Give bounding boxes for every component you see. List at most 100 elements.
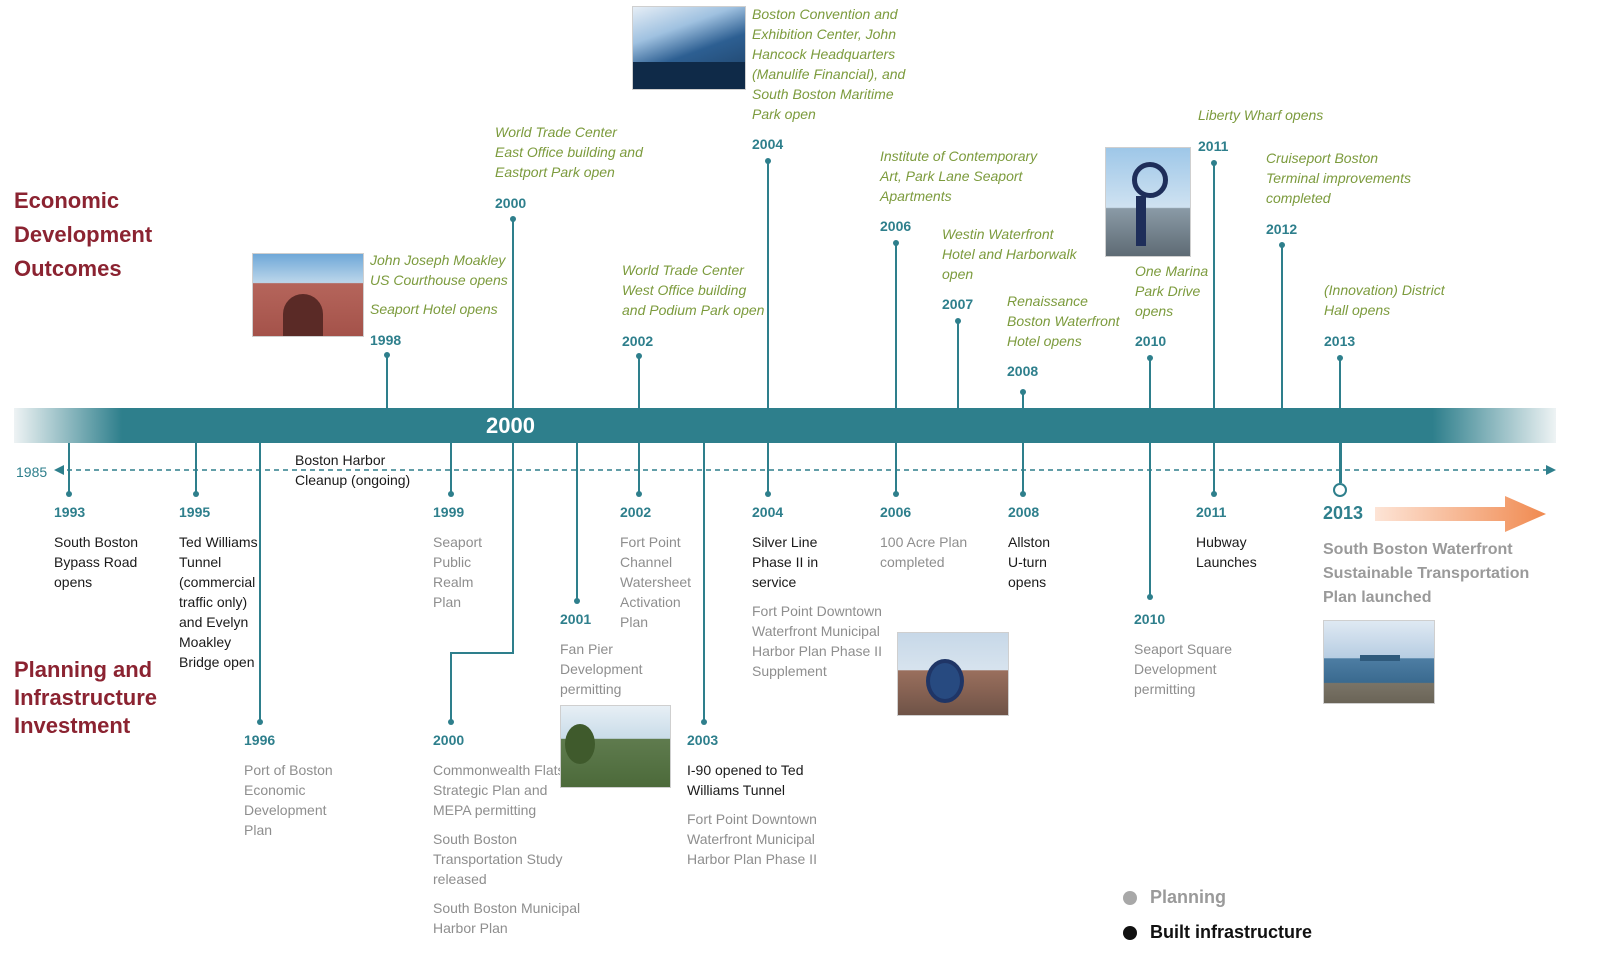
plan-1999-text: Seaport Public Realm Plan (433, 534, 483, 610)
econ-1998-dot (384, 352, 390, 358)
courthouse-photo (252, 253, 364, 337)
plan-1999-dot (448, 491, 454, 497)
plan-2003-year: 2003 (687, 732, 719, 748)
econ-2007-text: Westin Waterfront Hotel and Harborwalk o… (942, 226, 1077, 282)
timeline-band (14, 408, 1556, 443)
plan-2008-text: Allston U-turn opens (1008, 534, 1051, 590)
plan-1996-dot (257, 719, 263, 725)
plan-2013-ring (1333, 483, 1347, 497)
econ-2002-dot (636, 353, 642, 359)
plan-2002-year: 2002 (620, 504, 652, 520)
plan-2000-dot (448, 719, 454, 725)
plan-2001-year: 2001 (560, 611, 592, 627)
econ-2012-year: 2012 (1266, 221, 1298, 237)
plan-1999-year: 1999 (433, 504, 465, 520)
plan-2003-text-2: Fort Point Downtown Waterfront Municipal… (687, 811, 817, 867)
plan-1996-year: 1996 (244, 732, 276, 748)
economic-section-title: Economic Development Outcomes (14, 188, 153, 281)
econ-2008-year: 2008 (1007, 363, 1039, 379)
econ-2011-dot (1211, 160, 1217, 166)
plan-2001-dot (574, 598, 580, 604)
plan-2000-connector (450, 443, 514, 723)
plan-1996-text: Port of Boston Economic Development Plan (244, 762, 333, 838)
econ-2008-text: Renaissance Boston Waterfront Hotel open… (1007, 293, 1120, 349)
legend-planning-label: Planning (1150, 887, 1226, 907)
plan-2004-year: 2004 (752, 504, 784, 520)
econ-2011-text: Liberty Wharf opens (1198, 107, 1324, 123)
plan-2004-text-1: Silver Line Phase II in service (752, 534, 819, 590)
plan-2000-text-1: Commonwealth Flats Strategic Plan and ME… (433, 762, 565, 818)
plan-1995-dot (193, 491, 199, 497)
plan-2004-dot (765, 491, 771, 497)
legend-planning-dot (1123, 891, 1137, 905)
plan-2006-dot (893, 491, 899, 497)
econ-2004-dot (765, 158, 771, 164)
econ-2000-dot (510, 216, 516, 222)
plan-1995-text: Ted Williams Tunnel (commercial traffic … (179, 534, 258, 670)
econ-2007-dot (955, 318, 961, 324)
plan-1995-year: 1995 (179, 504, 211, 520)
plan-2011-year: 2011 (1196, 504, 1227, 520)
econ-2012-dot (1279, 242, 1285, 248)
axis-start-year: 1985 (16, 464, 48, 480)
plan-2001-text: Fan Pier Development permitting (560, 641, 643, 697)
econ-2013-year: 2013 (1324, 333, 1356, 349)
plan-2006-year: 2006 (880, 504, 912, 520)
plan-2004-text-2: Fort Point Downtown Waterfront Municipal… (752, 603, 882, 679)
plan-2002-text: Fort Point Channel Watersheet Activation… (620, 534, 692, 630)
econ-2010-dot (1147, 355, 1153, 361)
plan-2011-text: Hubway Launches (1196, 534, 1257, 570)
econ-2008-dot (1020, 389, 1026, 395)
waterfront-photo (1323, 620, 1435, 704)
econ-2002-year: 2002 (622, 333, 654, 349)
legend-built-dot (1123, 926, 1137, 940)
econ-2010-year: 2010 (1135, 333, 1167, 349)
harbor-cleanup-note: Boston Harbor Cleanup (ongoing) (295, 452, 411, 488)
convention-center-photo (632, 6, 746, 90)
plan-2013-year: 2013 (1323, 503, 1364, 523)
econ-2002-text: World Trade Center West Office building … (622, 262, 765, 318)
plan-1993-year: 1993 (54, 504, 86, 520)
plan-2000-year: 2000 (433, 732, 465, 748)
plan-2008-year: 2008 (1008, 504, 1040, 520)
econ-2013-dot (1337, 355, 1343, 361)
plan-2010-text: Seaport Square Development permitting (1134, 641, 1233, 697)
legend-built-label: Built infrastructure (1150, 922, 1313, 942)
plan-2002-dot (636, 491, 642, 497)
fan-pier-photo (560, 705, 671, 788)
econ-2004-year: 2004 (752, 136, 784, 152)
econ-2010-text: One Marina Park Drive opens (1135, 263, 1209, 319)
econ-2006-text: Institute of Contemporary Art, Park Lane… (880, 148, 1038, 204)
plan-1993-dot (66, 491, 72, 497)
econ-2004-text: Boston Convention and Exhibition Center,… (752, 6, 906, 122)
plan-2008-dot (1020, 491, 1026, 497)
econ-2013-text: (Innovation) District Hall opens (1324, 282, 1445, 318)
plan-2003-text-1: I-90 opened to Ted Williams Tunnel (687, 762, 804, 798)
fort-point-photo (897, 632, 1009, 716)
dashed-axis (54, 465, 1556, 475)
econ-1998-year: 1998 (370, 332, 402, 348)
planning-section-title: Planning and Infrastructure Investment (14, 657, 158, 738)
econ-2007-year: 2007 (942, 296, 974, 312)
econ-2000-text: World Trade Center East Office building … (495, 124, 643, 180)
econ-2006-dot (893, 240, 899, 246)
marina-park-photo (1105, 147, 1191, 257)
econ-2012-text: Cruiseport Boston Terminal improvements … (1266, 150, 1411, 206)
plan-2010-year: 2010 (1134, 611, 1166, 627)
plan-1993-text: South Boston Bypass Road opens (54, 534, 139, 590)
plan-2006-text: 100 Acre Plan completed (880, 534, 968, 570)
econ-2006-year: 2006 (880, 218, 912, 234)
plan-2010-dot (1147, 594, 1153, 600)
band-year-label: 2000 (486, 413, 535, 438)
plan-2011-dot (1211, 491, 1217, 497)
econ-2011-year: 2011 (1198, 138, 1229, 154)
plan-2003-dot (701, 719, 707, 725)
plan-2013-text: South Boston Waterfront Sustainable Tran… (1323, 541, 1530, 606)
econ-2000-year: 2000 (495, 195, 527, 211)
plan-2000-text-3: South Boston Municipal Harbor Plan (433, 900, 581, 936)
econ-1998-hotel: Seaport Hotel opens (370, 301, 498, 317)
plan-2000-text-2: South Boston Transportation Study releas… (433, 831, 563, 887)
future-arrow (1375, 496, 1546, 532)
econ-1998-courthouse: John Joseph Moakley US Courthouse opens (370, 252, 508, 288)
